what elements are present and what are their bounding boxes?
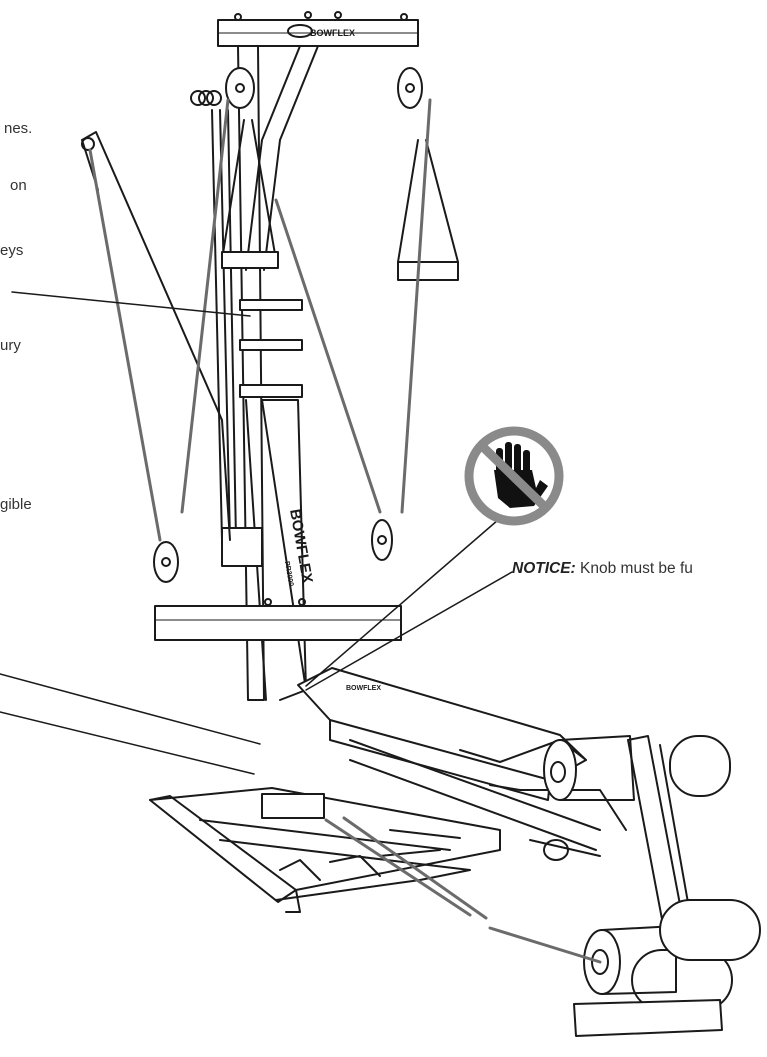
lower-crossbar [154,598,402,641]
notice-callout: NOTICE: Knob must be fu [512,560,693,578]
notice-label: NOTICE: [512,560,576,577]
no-hand-icon [464,426,564,526]
fragment-text-1: nes. [4,120,33,137]
tower-model: PR3000 [283,561,294,587]
fragment-text-3: eys [0,242,24,259]
handle-right [397,139,459,281]
seat-logo: BOWFLEX [346,685,381,692]
pulleys [153,67,423,583]
fragment-text-5: gible [0,496,32,513]
power-rods [190,90,263,567]
main-tower [237,45,307,701]
notice-text: Knob must be fu [580,560,693,577]
diagonal-support [245,45,319,271]
fragment-text-4: ury [0,337,21,354]
left-swing-arm [81,131,231,541]
top-crossbar [217,11,419,47]
top-bar-logo: BOWFLEX [310,28,355,38]
handle-left [221,119,279,269]
base-frame [149,787,501,913]
fragment-text-2: on [10,177,27,194]
bench [297,667,627,861]
leader-lines [0,291,513,775]
cables [88,98,602,964]
leg-station [543,735,761,1037]
